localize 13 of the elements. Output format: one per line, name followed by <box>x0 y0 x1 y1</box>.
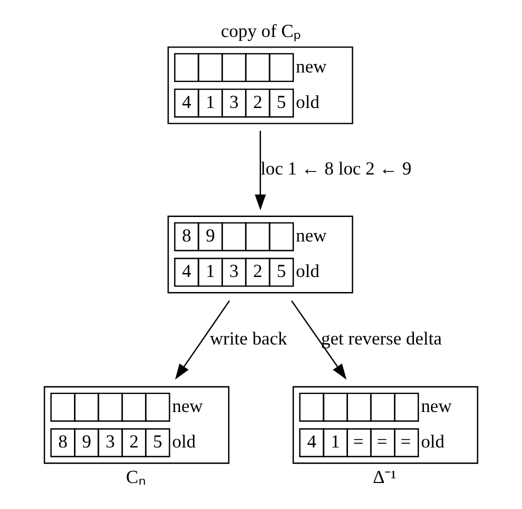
edge-label: write back <box>210 328 288 348</box>
arrow <box>254 130 266 210</box>
node-box: 8 9 new 4 1 3 2 5 old <box>168 216 354 294</box>
edge-label: get reverse delta <box>321 328 442 348</box>
node-box: new 8 9 3 2 5 old <box>44 386 230 464</box>
node-box: new 4 1 3 2 5 old <box>168 46 354 124</box>
node-box: new 4 1 = = = old <box>292 386 478 464</box>
arrow <box>291 300 346 380</box>
node-label: Cₙ <box>126 467 146 488</box>
node-label: copy of Cₚ <box>220 20 300 41</box>
edge-label: loc 1 ← 8 loc 2 ← 9 <box>260 158 412 178</box>
arrow <box>175 300 230 380</box>
node-label: Δ⁻¹ <box>372 467 396 488</box>
